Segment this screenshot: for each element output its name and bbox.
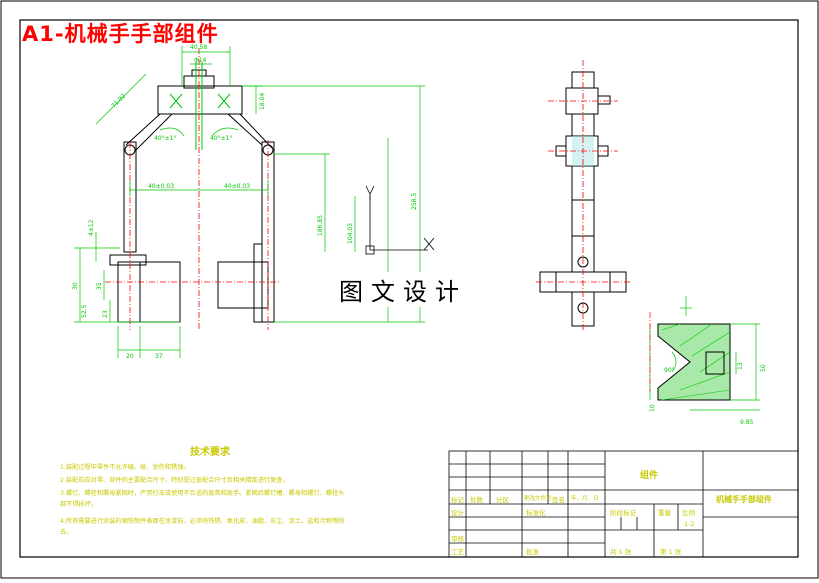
tb-scale-label: 比例 [682, 509, 695, 517]
left-jaw [117, 261, 181, 323]
dim-v-small2: 10 [649, 404, 656, 412]
side-lower-block [571, 291, 595, 327]
tech-note: 1.装配过程中零件不允许磕、碰、划伤和锈蚀。 [60, 464, 190, 471]
tb-row-label: 标记 [451, 496, 464, 504]
cross-mark [217, 93, 231, 109]
inner-border [19, 19, 799, 558]
dim-h2: 104.03 [347, 223, 354, 244]
tb-weight-label: 重量 [658, 509, 671, 517]
tb-sheets-total: 共 1 张 [610, 548, 632, 556]
dim-v-small: 13 [737, 362, 744, 370]
tb-sheet-no: 第 1 张 [660, 548, 682, 556]
tech-note: 4.所有需要进行涂装的钢铁制件表面在涂漆前，必须将铁锈、氧化皮、油脂、灰尘、泥土… [60, 518, 345, 525]
dim-finger-w: 4±12 [88, 219, 95, 236]
tb-row-label: 更改文件号 [524, 496, 552, 502]
dim-top-width: 40.58 [190, 44, 207, 51]
tb-design: 设计 [451, 509, 464, 517]
drawing-title: A1-机械手手部组件 [22, 22, 219, 46]
side-centerlines [536, 60, 630, 332]
side-view [539, 71, 627, 327]
tech-note: 去。 [60, 529, 73, 536]
tb-part-label: 组件 [640, 471, 659, 481]
tb-process: 工艺 [451, 548, 464, 556]
tb-part-name: 机械手手部组件 [716, 495, 772, 504]
dim-h1: 186.85 [317, 215, 324, 236]
dim-v-bottom: 9.85 [740, 419, 754, 426]
cross-mark [169, 93, 183, 109]
right-jaw-plate [253, 243, 263, 323]
dim-block-h: 18.04 [259, 93, 266, 110]
dim-v-h: 50 [760, 364, 767, 372]
dim-left-h: 30 [72, 282, 79, 290]
tech-requirements-heading: 技术要求 [190, 447, 230, 458]
v-block-hatch [661, 323, 731, 401]
tb-approve: 批准 [526, 548, 539, 556]
title-block [448, 450, 799, 558]
dim-half-span-left: 40±0.03 [148, 183, 174, 190]
tb-review: 审核 [451, 535, 464, 543]
front-view [109, 62, 275, 323]
front-centerlines [105, 48, 280, 330]
v-block-body [657, 323, 731, 401]
dim-left-h2: 35 [96, 282, 103, 290]
dim-left-h3: 52.5 [81, 304, 88, 318]
front-dimensions [74, 46, 425, 358]
dim-bottom-w2: 37 [155, 353, 163, 360]
dim-total-h: 258.5 [411, 193, 418, 210]
tb-row-label: 年、月、日 [571, 496, 599, 502]
right-jaw [217, 261, 269, 309]
tech-note: 2.装配前应对零、部件的主要配合尺寸，特别是过盈配合尺寸及相关精度进行复查。 [60, 477, 289, 484]
tb-row-label: 处数 [470, 496, 483, 504]
dim-left-h4: 23 [102, 310, 109, 318]
dim-bolt-dia: Φ14 [194, 57, 207, 64]
tb-scale: 1:2 [684, 520, 695, 528]
tech-note: 部不得损坏。 [60, 501, 98, 508]
v-block-detail: 90° 50 13 10 9.85 [649, 296, 767, 426]
tb-row-label: 签名 [552, 496, 565, 504]
left-link [135, 113, 173, 151]
tb-standard: 标准化 [526, 509, 546, 517]
left-screw [109, 254, 147, 266]
dim-angle-left: 40°±1° [154, 135, 176, 142]
tech-note: 3.螺钉、螺栓和螺母紧固时，严禁打击或使用不合适的旋具和扳手。紧固后螺钉槽、螺母… [60, 490, 345, 497]
watermark: 图文设计 [336, 272, 470, 307]
tb-row-label: 分区 [496, 496, 509, 504]
side-pin [597, 95, 611, 105]
top-block [157, 85, 243, 115]
dim-bottom-w1: 20 [126, 353, 134, 360]
right-link [227, 113, 263, 146]
ucs-icon [365, 185, 435, 255]
dim-angle-right: 40°±1° [210, 135, 232, 142]
dim-half-span-right: 40±0.03 [224, 183, 250, 190]
tb-stage-label: 阶段标记 [610, 509, 636, 517]
v-block-screw [705, 351, 725, 375]
dim-v-angle: 90° [664, 367, 675, 374]
angle-arcs [159, 127, 239, 137]
right-link [239, 113, 273, 149]
left-link [125, 113, 161, 146]
